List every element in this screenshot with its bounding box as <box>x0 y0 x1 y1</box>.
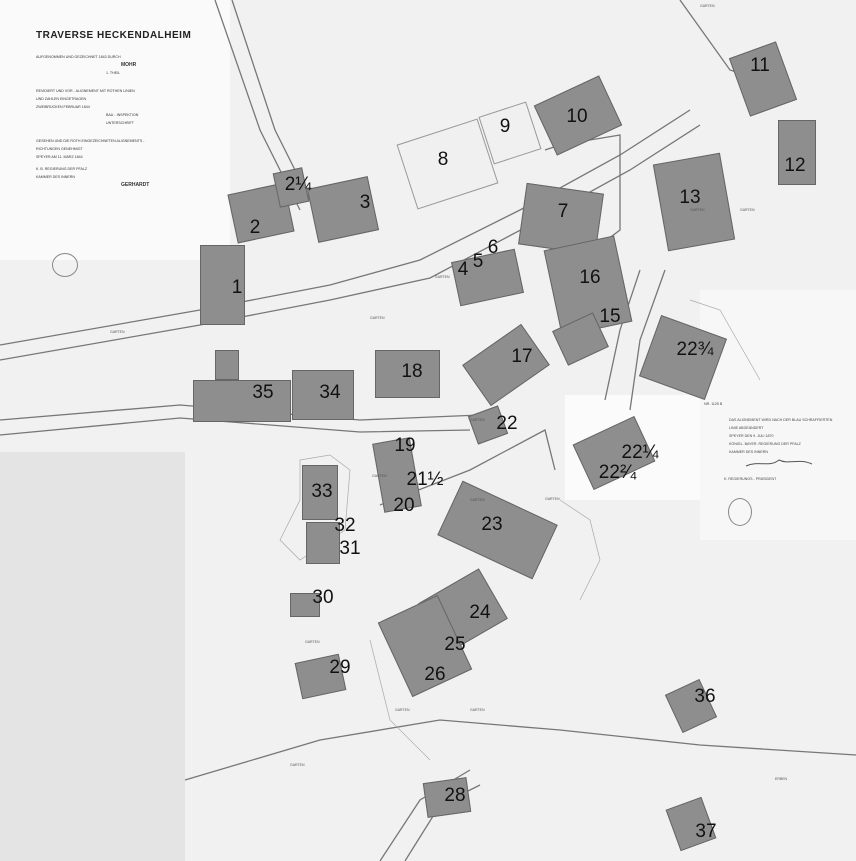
title-line: SPEYER AM 11. MÄRZ 1844 <box>36 155 83 159</box>
map-label: GARTEN <box>305 640 320 644</box>
building-number: 16 <box>579 267 601 288</box>
building-number: 29 <box>329 657 351 678</box>
building-number: 10 <box>566 106 588 127</box>
title-line: BAU - INSPEKTION <box>106 113 139 117</box>
building-number: 37 <box>695 821 717 842</box>
note-line: KAMMER DES INNERN <box>729 450 768 454</box>
building <box>290 593 320 617</box>
seal-icon <box>728 498 752 526</box>
building <box>306 522 340 564</box>
building <box>778 120 816 185</box>
map-label: GARTEN <box>470 418 485 422</box>
building <box>375 350 440 398</box>
map-title: TRAVERSE HECKENDALHEIM <box>36 30 192 41</box>
building-number: 8 <box>437 149 449 170</box>
building-number: 3 <box>359 192 371 213</box>
map-label: GARTEN <box>740 208 755 212</box>
building <box>193 380 291 422</box>
building-number: 22¾ <box>676 339 714 360</box>
seal-icon <box>52 253 78 277</box>
building-number: 24 <box>469 602 491 623</box>
title-line: 1. THEIL <box>106 71 121 75</box>
building-number: 25 <box>444 634 466 655</box>
map-label: GARTEN <box>372 474 387 478</box>
title-block: TRAVERSE HECKENDALHEIM AUFGENOMMEN UND G… <box>36 30 226 189</box>
building-number: 30 <box>312 587 334 608</box>
map-label: ERBEN <box>775 777 788 781</box>
building-number: 11 <box>750 55 770 76</box>
building-number: 13 <box>679 187 701 208</box>
map-label: GARTEN <box>470 498 485 502</box>
building-number: 19 <box>394 435 416 456</box>
building-number: 21½ <box>406 469 444 490</box>
building-number: 15 <box>599 306 621 327</box>
title-line: UND ZAHLEN EINGETRAGEN <box>36 97 87 101</box>
building-number: 5 <box>472 251 484 272</box>
building-number: 22¼ <box>621 442 659 463</box>
building <box>292 370 354 420</box>
building-number: 7 <box>557 201 569 222</box>
title-line: REVIDIERT UND VOR - ALIGNEMENT MIT ROTHE… <box>36 89 135 93</box>
note-line: SPEYER DEN 9. JULI 1870 <box>729 434 774 438</box>
building-number: 33 <box>311 481 333 502</box>
map-label: GARTEN <box>370 316 385 320</box>
map-label: GARTEN <box>395 708 410 712</box>
title-line: KAMMER DES INNERN <box>36 175 75 179</box>
map-label: GARTEN <box>290 763 305 767</box>
map-label: GARTEN <box>435 275 450 279</box>
building-number: 2¼ <box>284 174 312 195</box>
building-number: 18 <box>401 361 423 382</box>
title-line: K. B. REGIERUNG DER PFALZ <box>36 167 88 171</box>
map-label: GARTEN <box>470 708 485 712</box>
building-number: 26 <box>424 664 446 685</box>
building-number: 12 <box>784 155 806 176</box>
title-line: RICHTUNGEN GENEHMIGT <box>36 147 83 151</box>
building <box>200 245 245 325</box>
building-number: 9 <box>499 116 511 137</box>
note-line: LINIE ABGEÄNDERT <box>729 426 764 430</box>
signature-icon <box>745 459 813 467</box>
building <box>302 465 338 520</box>
building-number: 22 <box>496 413 518 434</box>
building-number: 36 <box>694 686 716 707</box>
building-number: 22²⁄₄ <box>598 462 638 483</box>
building-number: 20 <box>393 495 415 516</box>
building-number: 4 <box>457 259 469 280</box>
building-number: 32 <box>334 515 356 536</box>
building-number: 31 <box>339 538 361 559</box>
building-number: 34 <box>319 382 341 403</box>
building-number: 28 <box>444 785 466 806</box>
note-line: DAS ALIGNEMENT WIRD NACH DER BLAU SCHRAF… <box>729 418 833 422</box>
map-label: GARTEN <box>545 497 560 501</box>
signer-name: GERHARDT <box>121 182 150 188</box>
map-label: GARTEN <box>690 208 705 212</box>
title-line: GESEHEN UND DIE ROTH EINGEZEICHNETEN ALI… <box>36 139 145 143</box>
building-number: 2 <box>249 217 261 238</box>
title-line: UNTERSCHRIFT <box>106 121 134 125</box>
map-label: GARTEN <box>700 4 715 8</box>
note-ref: NR. 1125 B <box>704 402 723 406</box>
building-number: 35 <box>252 382 274 403</box>
note-line: KÖNIGL. BAYER. REGIERUNG DER PFALZ <box>729 442 801 446</box>
note-signer: K. REGIERUNGS - PRÄSIDENT <box>724 477 777 481</box>
approval-note: NR. 1125 B DAS ALIGNEMENT WIRD NACH DER … <box>704 400 854 483</box>
map-label: GARTEN <box>110 330 125 334</box>
title-line: AUFGENOMMEN UND GEZEICHNET 1843 DURCH <box>36 55 121 59</box>
building-number: 1 <box>231 277 243 298</box>
surveyor-name: MOHR <box>121 62 137 68</box>
building-number: 6 <box>487 237 499 258</box>
building <box>215 350 239 380</box>
building-number: 23 <box>481 514 503 535</box>
title-line: ZWEIBRÜCKEN FEBRUAR 1844 <box>36 105 90 109</box>
building-number: 17 <box>511 346 533 367</box>
